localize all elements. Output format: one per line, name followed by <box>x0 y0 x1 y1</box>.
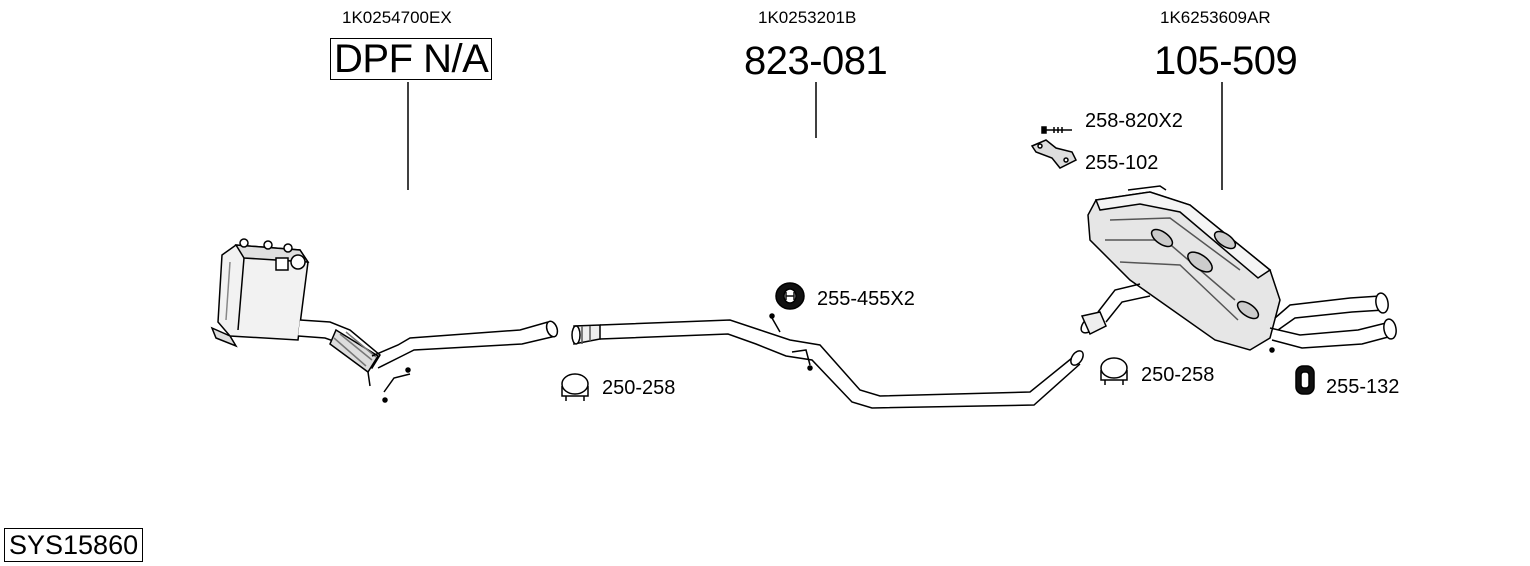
oem-number-dpf: 1K0254700EX <box>342 8 452 27</box>
bracket-icon <box>1030 139 1078 169</box>
system-id: SYS15860 <box>4 528 144 562</box>
part-number-center-pipe: 823-081 <box>744 39 888 83</box>
hanger-icon <box>775 282 805 310</box>
clamp-label-left: 250-258 <box>602 377 676 399</box>
rear-silencer <box>1080 185 1397 353</box>
bolt-label: 258-820X2 <box>1085 110 1183 132</box>
hanger-label: 255-455X2 <box>817 288 915 310</box>
rubber-mount-label: 255-132 <box>1326 376 1400 398</box>
part-number-dpf: DPF N/A <box>330 38 493 80</box>
clamp-icon <box>561 373 589 401</box>
clamp-label-right: 250-258 <box>1141 364 1215 386</box>
dpf-unit <box>210 238 559 403</box>
bracket-label: 255-102 <box>1085 152 1159 174</box>
clamp-icon-right <box>1100 357 1128 385</box>
bolt-icon <box>1041 126 1072 134</box>
rubber-mount-icon <box>1295 365 1315 395</box>
center-pipe <box>571 313 1084 409</box>
oem-number-rear-silencer: 1K6253609AR <box>1160 8 1271 27</box>
oem-number-center-pipe: 1K0253201B <box>758 8 857 27</box>
part-number-rear-silencer: 105-509 <box>1154 39 1298 83</box>
